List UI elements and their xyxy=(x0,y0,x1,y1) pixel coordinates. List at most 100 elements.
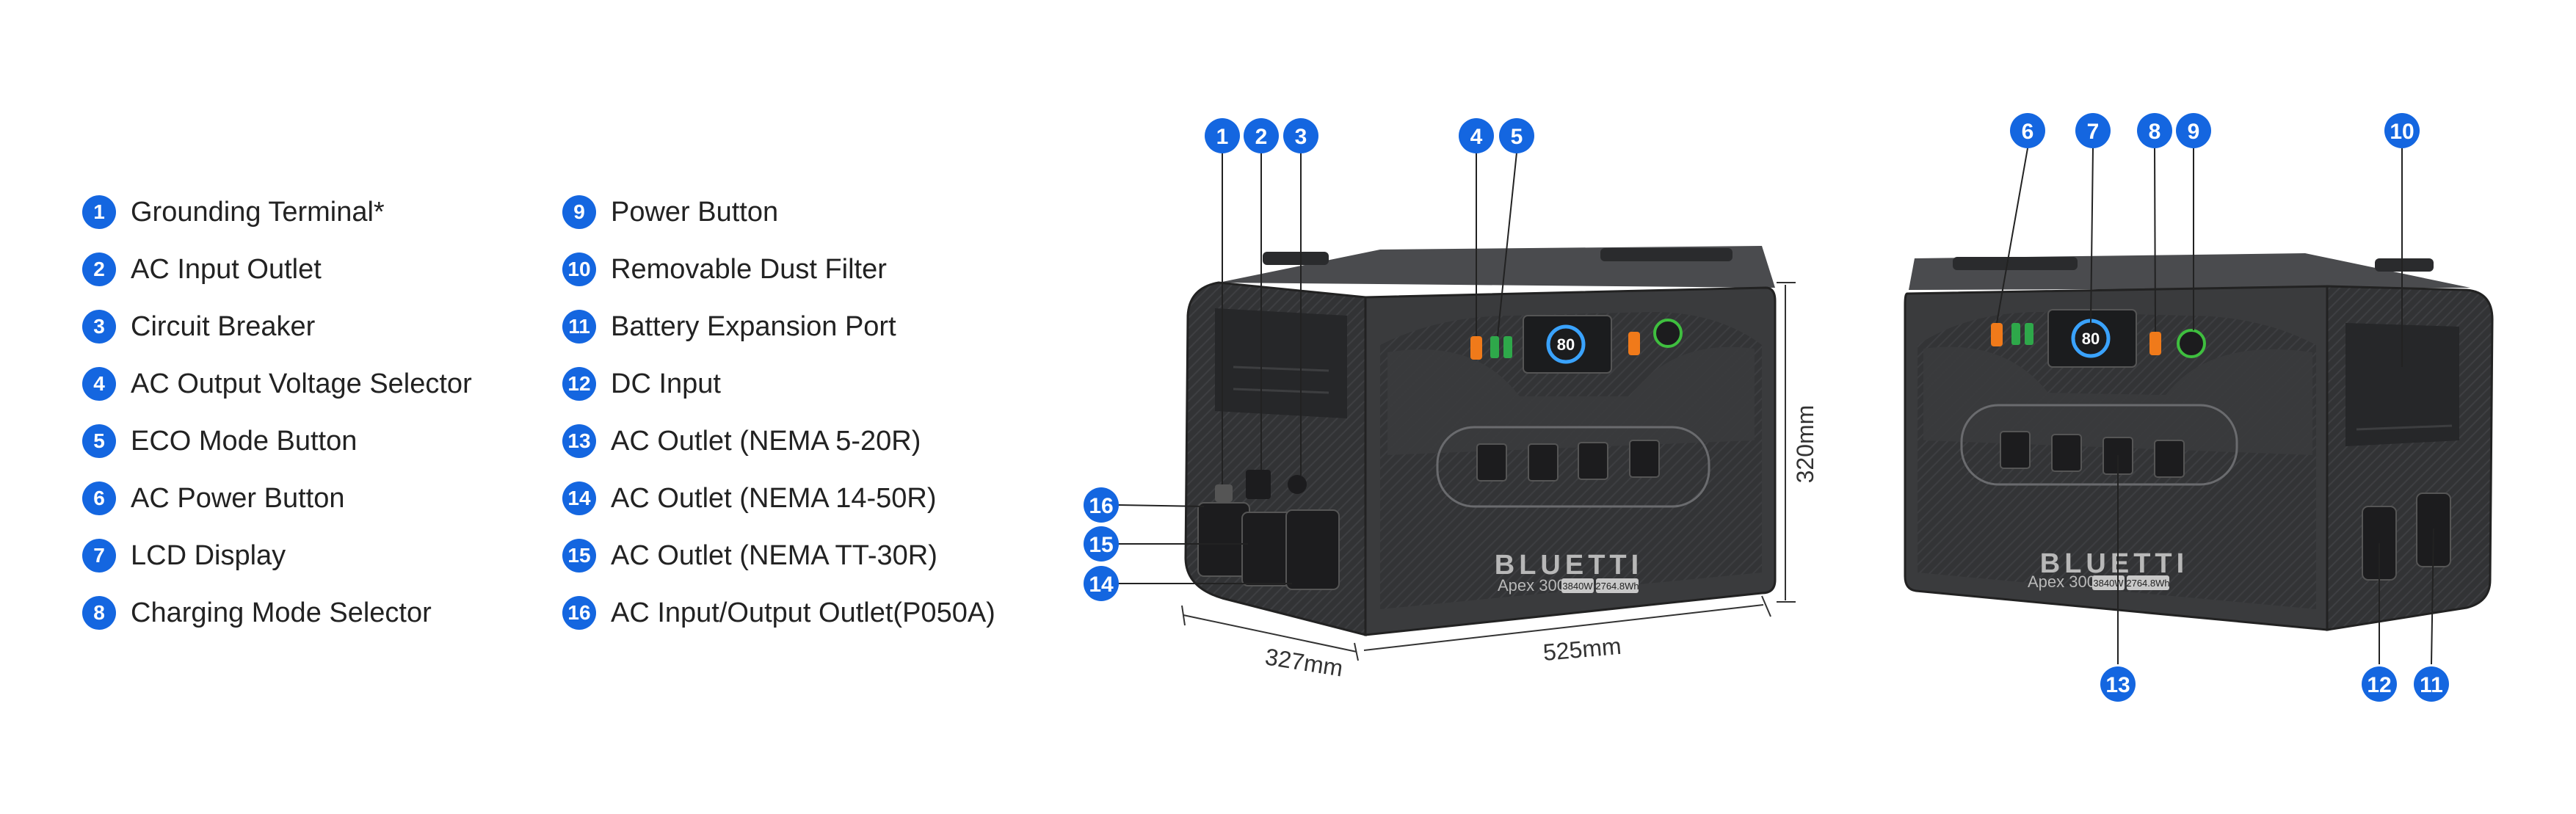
legend-badge: 2 xyxy=(82,252,116,286)
callout-2: 2 xyxy=(1244,118,1279,153)
callout-lines-left xyxy=(1117,152,1517,584)
callout-12: 12 xyxy=(2362,666,2397,702)
legend-badge: 4 xyxy=(82,367,116,401)
ac-outlet-group xyxy=(1436,426,1710,508)
brand-logo: BLUETTI xyxy=(1495,550,1643,581)
legend-item: 1 Grounding Terminal* xyxy=(82,183,472,241)
legend-label: Battery Expansion Port xyxy=(611,310,896,342)
legend-label: AC Power Button xyxy=(131,482,345,514)
legend-badge: 10 xyxy=(562,252,596,286)
callout-11: 11 xyxy=(2414,666,2449,702)
legend-label: AC Output Voltage Selector xyxy=(131,368,472,399)
callout-9: 9 xyxy=(2176,113,2211,148)
svg-text:11: 11 xyxy=(2420,673,2443,697)
svg-text:2: 2 xyxy=(1255,125,1268,149)
callout-5: 5 xyxy=(1499,118,1534,153)
legend-label: AC Input/Output Outlet(P050A) xyxy=(611,597,995,628)
callout-14: 14 xyxy=(1084,566,1119,601)
model-label: Apex 300 xyxy=(1498,576,1566,595)
legend-badge: 11 xyxy=(562,310,596,344)
outlet-14-50r xyxy=(1285,509,1340,590)
power-button xyxy=(2177,329,2206,358)
power-tag: 3840W xyxy=(2093,578,2124,589)
dimension-depth: 327mm xyxy=(1263,643,1345,681)
legend-badge: 15 xyxy=(562,539,596,573)
legend-label: Circuit Breaker xyxy=(131,310,316,342)
lcd-display xyxy=(2047,309,2137,368)
legend-badge: 8 xyxy=(82,596,116,630)
callout-16: 16 xyxy=(1084,487,1119,523)
legend-label: AC Outlet (NEMA 14-50R) xyxy=(611,482,937,514)
legend-item: 16 AC Input/Output Outlet(P050A) xyxy=(562,584,995,642)
legend-item: 3 Circuit Breaker xyxy=(82,298,472,355)
model-label: Apex 300 xyxy=(2028,573,2096,591)
callout-badges: 1 2 3 4 5 16 15 14 6 7 8 9 10 13 12 11 xyxy=(1084,113,2449,702)
legend-badge: 5 xyxy=(82,424,116,458)
dust-filter-side xyxy=(1215,308,1347,418)
svg-text:9: 9 xyxy=(2188,120,2200,144)
legend-item: 4 AC Output Voltage Selector xyxy=(82,355,472,413)
svg-text:14: 14 xyxy=(1089,573,1114,597)
legend-badge: 16 xyxy=(562,596,596,630)
callout-3: 3 xyxy=(1283,118,1318,153)
legend-badge: 14 xyxy=(562,482,596,515)
ac-outlet-group xyxy=(1960,404,2238,486)
svg-text:5: 5 xyxy=(1511,125,1523,149)
legend-column-right: 9 Power Button 10 Removable Dust Filter 11… xyxy=(562,183,995,642)
legend-badge: 1 xyxy=(82,195,116,229)
legend-item: 2 AC Input Outlet xyxy=(82,241,472,298)
capacity-tag: 2764.8Wh xyxy=(1595,581,1639,592)
lcd-display xyxy=(1523,315,1612,374)
dimension-height: 320mm xyxy=(1792,405,1818,484)
svg-text:16: 16 xyxy=(1089,494,1113,518)
legend-label: Grounding Terminal* xyxy=(131,196,385,228)
lcd-value: 80 xyxy=(2082,330,2100,348)
legend-label: Power Button xyxy=(611,196,779,228)
unit-front-right-view: 80 BLUETTI Apex 300 3840W 2764.8Wh xyxy=(1904,253,2494,631)
ac-power-button xyxy=(1991,323,2003,346)
legend-item: 11 Battery Expansion Port xyxy=(562,298,995,355)
legend-label: Removable Dust Filter xyxy=(611,253,887,285)
capacity-tag: 2764.8Wh xyxy=(2126,578,2169,589)
legend-badge: 9 xyxy=(562,195,596,229)
callout-1: 1 xyxy=(1205,118,1240,153)
svg-text:3: 3 xyxy=(1295,125,1307,149)
svg-text:8: 8 xyxy=(2149,120,2161,144)
power-tag: 3840W xyxy=(1562,581,1593,592)
legend-item: 9 Power Button xyxy=(562,183,995,241)
legend-label: AC Input Outlet xyxy=(131,253,322,285)
unit-front-left-view: 80 BLUETTI Apex 300 3840W 2764.8Wh xyxy=(1184,246,1777,636)
handle-top-right xyxy=(1600,248,1733,261)
circuit-breaker xyxy=(1288,475,1307,494)
dimension-width: 525mm xyxy=(1542,633,1622,666)
legend-badge: 7 xyxy=(82,539,116,573)
svg-text:12: 12 xyxy=(2367,673,2391,697)
callout-15: 15 xyxy=(1084,526,1119,562)
svg-text:15: 15 xyxy=(1089,533,1113,557)
ac-input-outlet xyxy=(1246,470,1271,499)
legend-label: AC Outlet (NEMA 5-20R) xyxy=(611,425,921,457)
charging-mode-selector xyxy=(1628,332,1640,355)
grounding-terminal xyxy=(1215,484,1233,502)
eco-mode-button xyxy=(1490,336,1499,358)
svg-text:6: 6 xyxy=(2022,120,2034,144)
ac-output-voltage-selector xyxy=(1470,336,1482,360)
callout-8: 8 xyxy=(2137,113,2172,148)
callout-10: 10 xyxy=(2384,113,2420,148)
svg-text:10: 10 xyxy=(2390,120,2414,144)
legend-badge: 3 xyxy=(82,310,116,344)
callout-4: 4 xyxy=(1459,118,1494,153)
callout-6: 6 xyxy=(2010,113,2045,148)
charging-mode-selector xyxy=(2149,332,2161,355)
legend-label: DC Input xyxy=(611,368,721,399)
lcd-value: 80 xyxy=(1557,335,1575,354)
dimension-lines xyxy=(1181,282,1796,661)
legend-item: 14 AC Outlet (NEMA 14-50R) xyxy=(562,470,995,527)
